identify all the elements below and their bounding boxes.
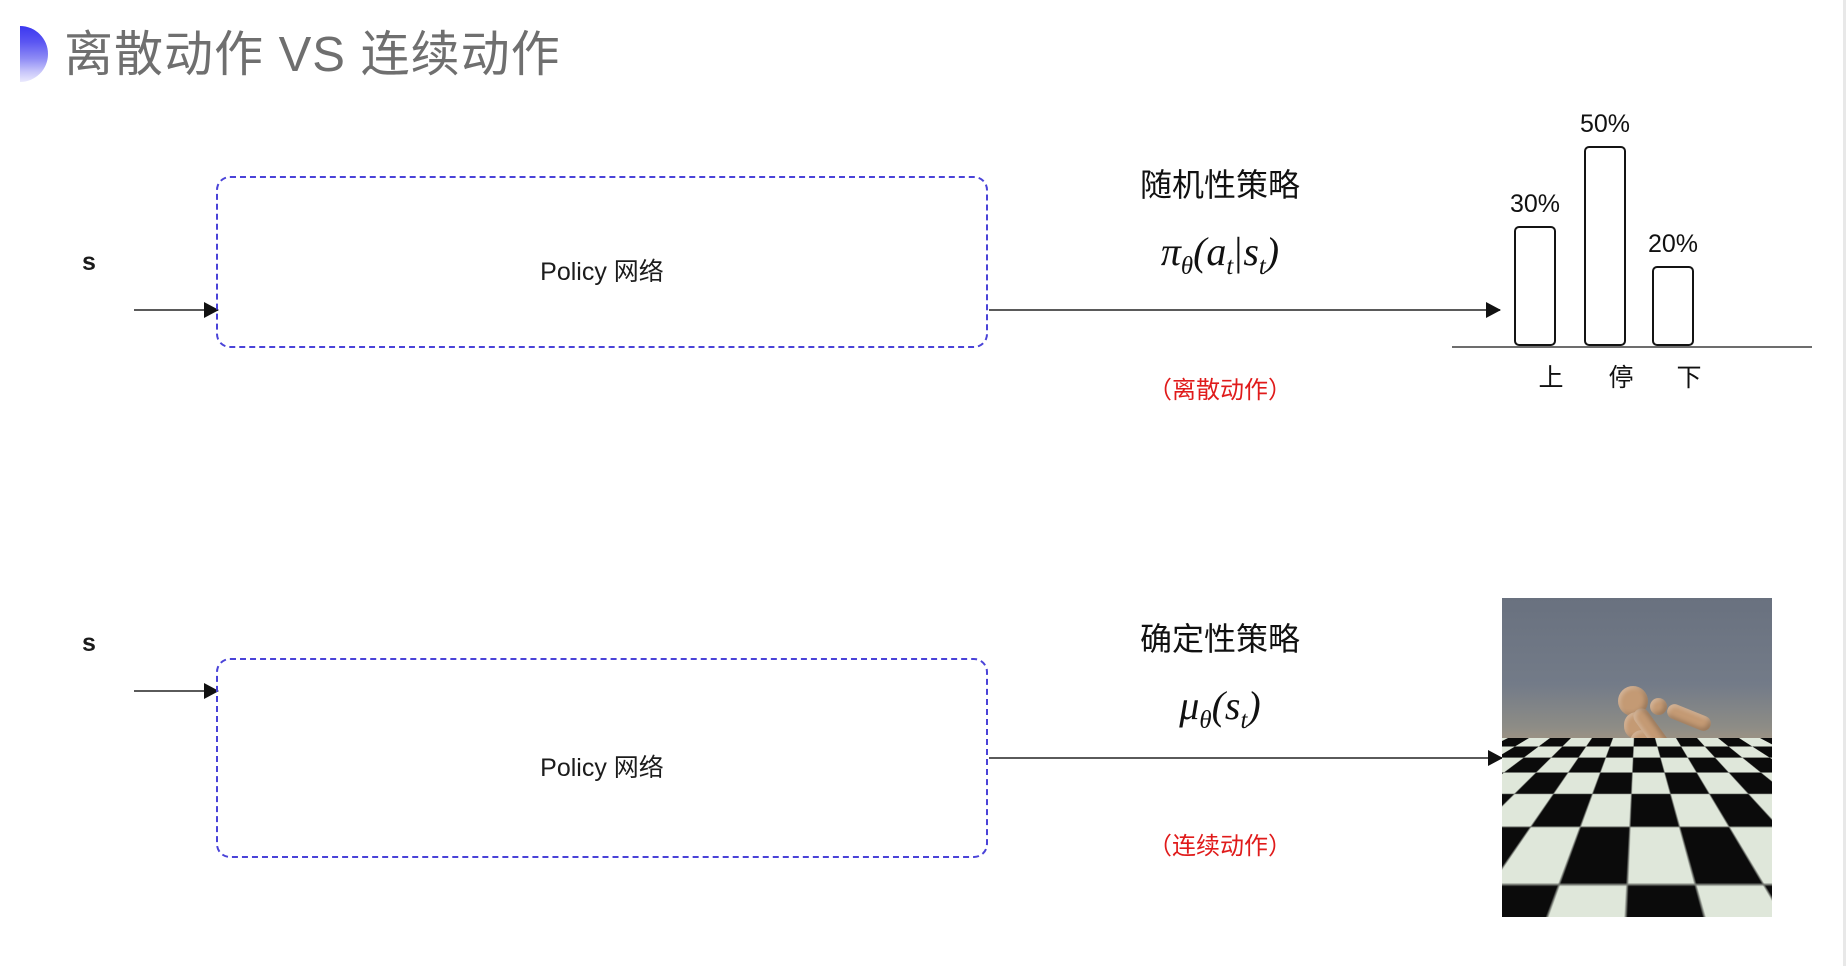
state-input-label-continuous: s	[82, 629, 96, 657]
formula-state-subscript-2: t	[1240, 707, 1248, 734]
formula-theta-subscript-2: θ	[1199, 707, 1212, 734]
page-title: 离散动作 VS 连续动作	[64, 28, 561, 82]
policy-to-output-arrow-discrete	[989, 309, 1500, 311]
right-edge-rule	[1843, 0, 1846, 966]
bar-category-label-0: 上	[1538, 364, 1564, 392]
policy-network-label-discrete: Policy 网络	[540, 258, 664, 286]
policy-network-box-continuous[interactable]: Policy 网络	[216, 658, 988, 858]
formula-state-2: s	[1224, 683, 1241, 728]
bar-category-label-1: 停	[1608, 364, 1634, 392]
bar-rect-0	[1514, 226, 1556, 346]
formula-paren-close-2: )	[1247, 683, 1261, 728]
formula-paren-open: (	[1193, 229, 1207, 274]
stochastic-policy-caption: 随机性策略	[1139, 167, 1300, 203]
humanoid-foot	[1589, 824, 1625, 848]
formula-action: a	[1206, 229, 1227, 274]
humanoid-forearm	[1664, 701, 1714, 734]
deterministic-policy-formula: μθ(st)	[1060, 682, 1380, 735]
discrete-action-tag: （离散动作）	[1148, 377, 1292, 404]
policy-network-box-discrete[interactable]: Policy 网络	[216, 176, 988, 348]
formula-conditional-bar: |	[1234, 229, 1243, 274]
state-to-policy-arrow-continuous	[134, 690, 218, 692]
humanoid-rear-shin	[1627, 834, 1674, 855]
bar-rect-1	[1584, 146, 1626, 346]
formula-paren-open-2: (	[1211, 683, 1225, 728]
humanoid-simulation-image	[1502, 598, 1772, 917]
formula-pi: π	[1160, 229, 1181, 274]
continuous-action-tag: （连续动作）	[1148, 833, 1292, 860]
bar-rect-2	[1652, 266, 1694, 346]
formula-state-subscript: t	[1258, 253, 1266, 280]
bar-value-label-0: 30%	[1509, 190, 1561, 218]
state-to-policy-arrow-discrete	[134, 309, 218, 311]
humanoid-hand	[1650, 698, 1667, 715]
formula-theta-subscript: θ	[1180, 253, 1194, 280]
formula-state: s	[1243, 229, 1259, 274]
formula-mu: μ	[1179, 683, 1200, 728]
bar-value-label-2: 20%	[1647, 230, 1699, 258]
stochastic-policy-formula: πθ(at|st)	[1060, 228, 1380, 281]
formula-paren-close: )	[1265, 229, 1280, 274]
bar-category-label-2: 下	[1676, 364, 1702, 392]
chart-baseline-axis	[1452, 346, 1812, 348]
state-input-label-discrete: s	[82, 248, 96, 276]
formula-action-subscript: t	[1226, 253, 1234, 280]
title-decoration-icon	[20, 26, 48, 82]
deterministic-policy-caption: 确定性策略	[1139, 621, 1300, 657]
policy-to-output-arrow-continuous	[989, 757, 1502, 759]
action-probability-bar-chart: 30% 50% 20% 上 停 下	[1452, 96, 1822, 396]
bar-value-label-1: 50%	[1579, 110, 1631, 138]
policy-network-label-continuous: Policy 网络	[540, 754, 664, 782]
humanoid-figure	[1502, 598, 1772, 917]
